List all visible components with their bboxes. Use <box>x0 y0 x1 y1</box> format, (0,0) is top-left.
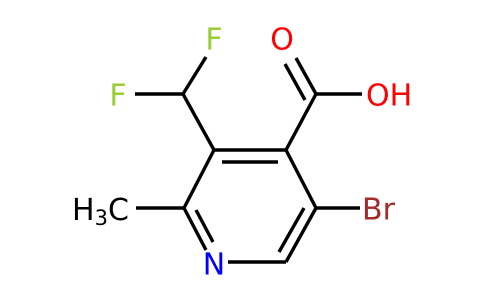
atom-f-left: F <box>109 79 126 114</box>
bond-carboxyl-o-double-a <box>294 57 318 95</box>
atom-br: Br <box>362 193 396 228</box>
bond-c4-c5 <box>284 149 318 209</box>
bond-carboxyl-o-double-b <box>283 63 307 101</box>
bond-n-c2-inner <box>194 209 215 243</box>
bonds <box>135 56 362 264</box>
atom-labels: F F O OH H3C Br N <box>72 23 412 283</box>
atom-o-carbonyl: O <box>270 23 294 58</box>
atom-f-top: F <box>205 23 222 58</box>
atom-n: N <box>203 248 225 283</box>
methyl-c: C <box>108 193 129 228</box>
methyl-h: H <box>72 193 95 228</box>
atom-methyl: H3C <box>72 193 129 231</box>
atom-oh: OH <box>366 79 412 114</box>
bond-chf2-f-top <box>181 56 208 95</box>
bond-chf2-ring <box>181 93 216 151</box>
methyl-subscript: 3 <box>95 206 108 230</box>
bond-c4-carboxyl <box>284 93 318 151</box>
bond-c2-c3 <box>182 149 216 209</box>
bond-n-c2 <box>182 207 208 251</box>
bond-c5-c6 <box>284 207 318 263</box>
bond-c5-c6-inner <box>277 207 306 253</box>
